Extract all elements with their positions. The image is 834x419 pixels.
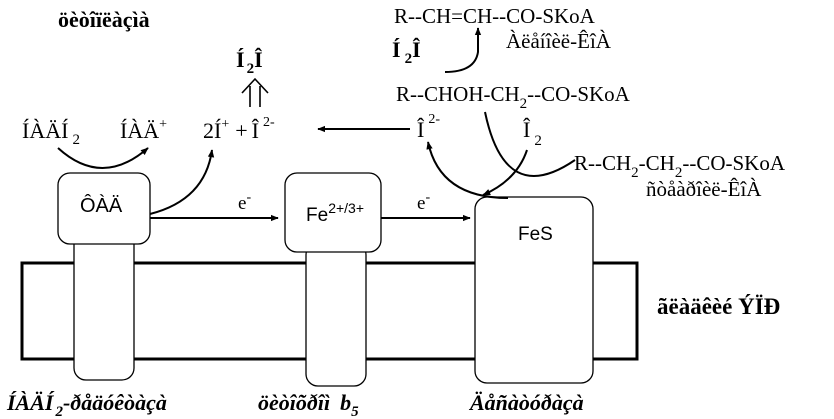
label-desaturase: Äåñàòóðàçà bbox=[468, 390, 584, 415]
electron-label-1: e- bbox=[238, 190, 251, 214]
title-cytoplasm: öèòîïëàçìà bbox=[58, 7, 150, 32]
box-fe bbox=[284, 172, 382, 253]
anchor-cytochrome bbox=[305, 242, 367, 387]
oxygen-to-fes-arrow bbox=[482, 149, 528, 196]
box-fes bbox=[474, 196, 594, 384]
fes-to-oxide-arrow bbox=[426, 141, 509, 199]
nadh-arc-arrow bbox=[57, 147, 149, 169]
electron-label-2: e- bbox=[417, 190, 430, 214]
stearoyl-to-hydroxy-arrow bbox=[484, 111, 576, 177]
membrane-label: ãëàäêèé ÝÏÐ bbox=[657, 294, 780, 319]
unsaturated-name: Àëåíîèë-ÊîÀ bbox=[506, 29, 612, 53]
water-double-arrow bbox=[241, 77, 269, 107]
box-fad-label: ÔÀÄ bbox=[80, 194, 123, 217]
hydroxy-compound: R--CHOH-CH2--CO-SKoA bbox=[396, 82, 631, 112]
box-fes-label: FeS bbox=[518, 224, 553, 245]
anchor-nadh-reductase bbox=[73, 231, 135, 381]
saturated-compound: R--CH2-CH2--CO-SKoA bbox=[574, 151, 786, 181]
dehydration-arrow bbox=[444, 27, 482, 73]
box-fad bbox=[57, 172, 151, 245]
box-fe-label: Fe2+/3+ bbox=[306, 200, 364, 226]
nad-plus: ÍÀÄ+ bbox=[120, 117, 167, 143]
fad-to-protons-arrow bbox=[149, 149, 215, 215]
saturated-name: ñòåàðîèë-ÊîÀ bbox=[646, 177, 762, 201]
unsaturated-compound: R--CH=CH--CO-SKoA bbox=[394, 4, 596, 28]
